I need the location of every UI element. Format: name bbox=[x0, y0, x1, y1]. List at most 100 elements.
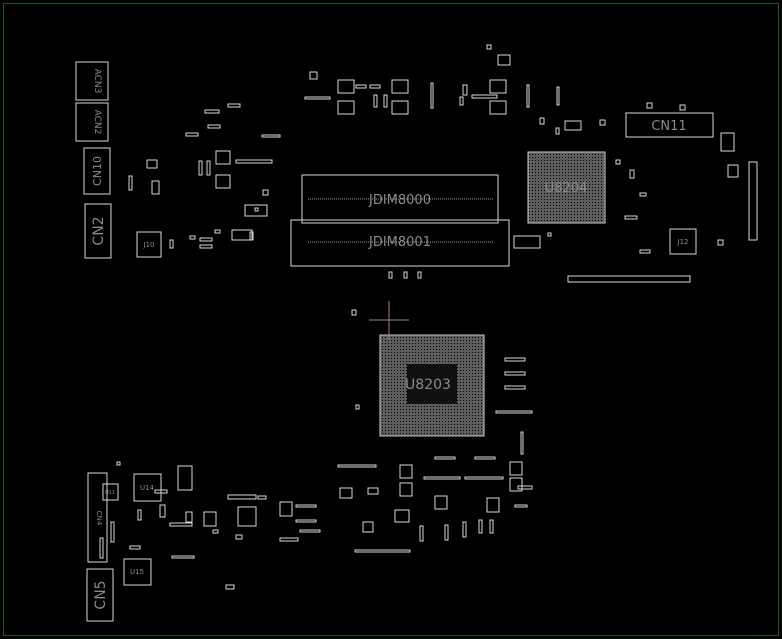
smd-component[interactable] bbox=[430, 82, 434, 109]
smd-component[interactable] bbox=[116, 461, 121, 466]
connector-j12[interactable]: J12 bbox=[669, 228, 697, 255]
smd-component[interactable] bbox=[339, 487, 353, 499]
chip-u15[interactable]: U15 bbox=[123, 558, 152, 586]
smd-component[interactable] bbox=[599, 119, 606, 126]
smd-component[interactable] bbox=[215, 174, 231, 189]
smd-component[interactable] bbox=[399, 482, 413, 497]
smd-component[interactable] bbox=[137, 509, 142, 521]
smd-component[interactable] bbox=[204, 109, 220, 114]
smd-component[interactable] bbox=[509, 461, 523, 476]
dimm-slot-jdim8001[interactable]: JDIM8001 bbox=[290, 219, 510, 267]
smd-component[interactable] bbox=[337, 79, 355, 94]
smd-component[interactable] bbox=[309, 71, 318, 80]
smd-component[interactable] bbox=[486, 44, 492, 50]
smd-component[interactable] bbox=[206, 160, 211, 176]
smd-component[interactable] bbox=[504, 357, 526, 362]
smd-component[interactable] bbox=[203, 511, 217, 527]
smd-component[interactable] bbox=[495, 410, 533, 414]
smd-component[interactable] bbox=[215, 150, 231, 165]
smd-component[interactable] bbox=[227, 103, 241, 108]
smd-component[interactable] bbox=[383, 94, 388, 108]
smd-component[interactable] bbox=[489, 79, 507, 94]
smd-component[interactable] bbox=[214, 229, 221, 234]
smd-component[interactable] bbox=[129, 545, 141, 550]
smd-component[interactable] bbox=[474, 456, 496, 460]
connector-j10[interactable]: J10 bbox=[136, 231, 162, 258]
chip-u8203[interactable]: U8203 bbox=[379, 334, 485, 437]
smd-component[interactable] bbox=[517, 485, 533, 490]
smd-component[interactable] bbox=[110, 521, 115, 543]
smd-component[interactable] bbox=[497, 54, 511, 66]
smd-component[interactable] bbox=[231, 229, 253, 241]
smd-component[interactable] bbox=[434, 495, 448, 510]
smd-component[interactable] bbox=[717, 239, 724, 246]
smd-component[interactable] bbox=[520, 431, 524, 455]
smd-component[interactable] bbox=[99, 537, 104, 559]
smd-component[interactable] bbox=[434, 456, 456, 460]
chip-u11[interactable]: U11 bbox=[102, 483, 119, 501]
smd-component[interactable] bbox=[646, 102, 653, 109]
smd-component[interactable] bbox=[624, 215, 638, 220]
smd-component[interactable] bbox=[249, 231, 254, 241]
smd-component[interactable] bbox=[555, 127, 560, 135]
smd-component[interactable] bbox=[198, 160, 203, 176]
smd-component[interactable] bbox=[235, 534, 243, 540]
smd-component[interactable] bbox=[295, 504, 317, 508]
smd-component[interactable] bbox=[279, 537, 299, 542]
smd-component[interactable] bbox=[615, 159, 621, 165]
smd-component[interactable] bbox=[471, 94, 498, 99]
smd-component[interactable] bbox=[514, 504, 528, 508]
smd-component[interactable] bbox=[169, 239, 174, 249]
smd-component[interactable] bbox=[354, 549, 411, 553]
smd-component[interactable] bbox=[151, 180, 160, 195]
smd-component[interactable] bbox=[355, 84, 367, 89]
smd-component[interactable] bbox=[355, 404, 360, 410]
smd-component[interactable] bbox=[299, 529, 321, 533]
smd-component[interactable] bbox=[337, 100, 355, 115]
smd-component[interactable] bbox=[419, 525, 424, 542]
smd-component[interactable] bbox=[373, 94, 378, 108]
smd-component[interactable] bbox=[547, 232, 552, 237]
smd-component[interactable] bbox=[486, 497, 500, 513]
dimm-slot-jdim8000[interactable]: JDIM8000 bbox=[301, 174, 499, 224]
smd-component[interactable] bbox=[391, 100, 409, 115]
smd-component[interactable] bbox=[304, 96, 331, 100]
smd-component[interactable] bbox=[257, 495, 267, 500]
smd-component[interactable] bbox=[513, 235, 541, 249]
smd-component[interactable] bbox=[567, 275, 691, 283]
smd-component[interactable] bbox=[171, 555, 195, 559]
smd-component[interactable] bbox=[394, 509, 410, 523]
smd-component[interactable] bbox=[261, 134, 281, 138]
smd-component[interactable] bbox=[189, 235, 196, 240]
chip-u8204[interactable]: U8204 bbox=[527, 151, 606, 224]
smd-component[interactable] bbox=[639, 192, 647, 197]
smd-component[interactable] bbox=[462, 84, 468, 96]
smd-component[interactable] bbox=[459, 96, 464, 106]
smd-component[interactable] bbox=[564, 120, 582, 131]
smd-component[interactable] bbox=[362, 521, 374, 533]
smd-component[interactable] bbox=[478, 519, 483, 534]
smd-component[interactable] bbox=[679, 104, 686, 111]
connector-cn10[interactable]: CN10 bbox=[83, 147, 111, 195]
smd-component[interactable] bbox=[185, 511, 193, 523]
connector-acn3[interactable]: ACN3 bbox=[75, 61, 109, 101]
smd-component[interactable] bbox=[262, 189, 269, 196]
smd-component[interactable] bbox=[727, 164, 739, 178]
smd-component[interactable] bbox=[128, 175, 133, 191]
smd-component[interactable] bbox=[464, 476, 504, 480]
smd-component[interactable] bbox=[720, 132, 735, 152]
smd-component[interactable] bbox=[367, 487, 379, 495]
smd-component[interactable] bbox=[177, 465, 193, 491]
smd-component[interactable] bbox=[279, 501, 293, 517]
smd-component[interactable] bbox=[146, 159, 158, 169]
smd-component[interactable] bbox=[556, 86, 560, 106]
smd-component[interactable] bbox=[417, 271, 422, 279]
smd-component[interactable] bbox=[254, 207, 259, 212]
smd-component[interactable] bbox=[403, 271, 408, 279]
smd-component[interactable] bbox=[235, 159, 273, 164]
smd-component[interactable] bbox=[207, 124, 221, 129]
smd-component[interactable] bbox=[462, 521, 467, 538]
connector-cn11[interactable]: CN11 bbox=[625, 112, 714, 138]
smd-component[interactable] bbox=[489, 100, 507, 115]
